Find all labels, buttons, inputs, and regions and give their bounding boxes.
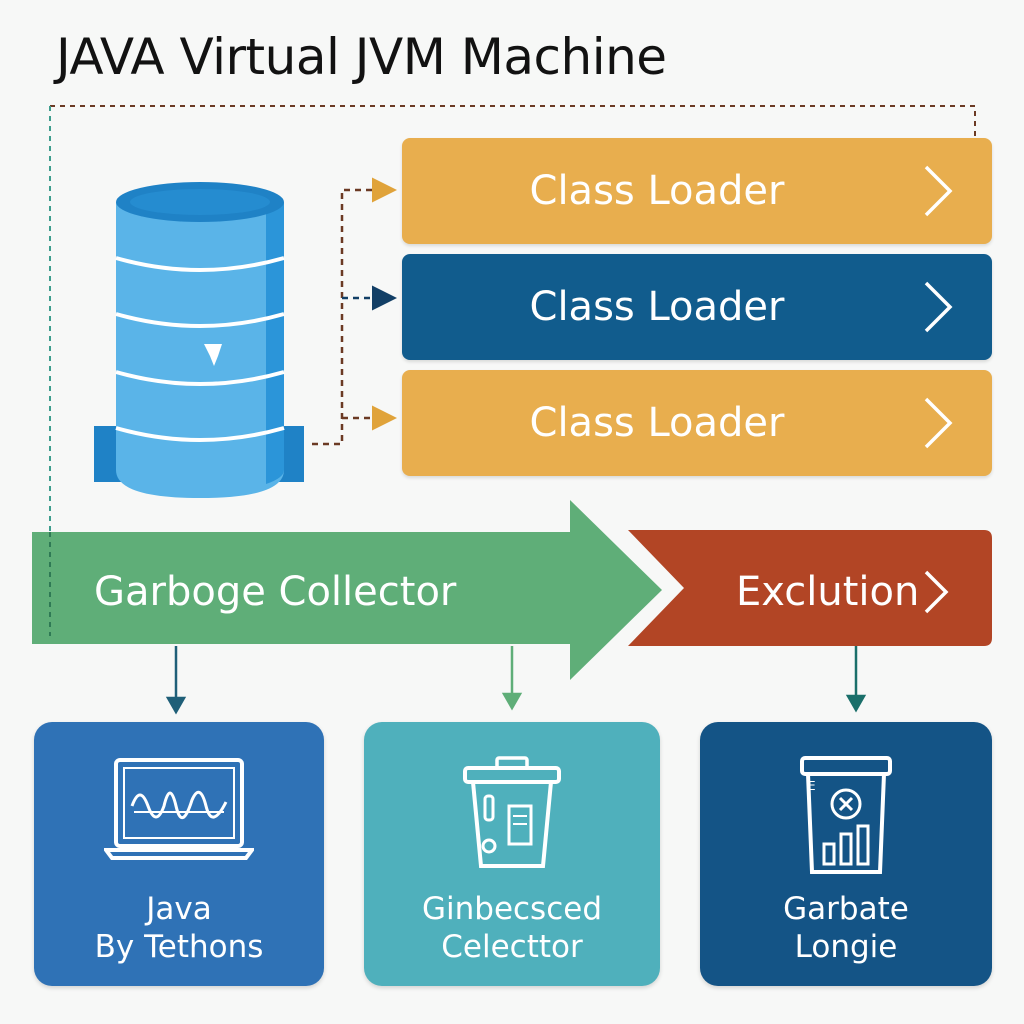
class-loader-label: Class Loader bbox=[529, 400, 785, 446]
arrow-down-1 bbox=[165, 646, 187, 715]
card-collector-text: Ginbecsced Celecttor bbox=[364, 890, 660, 966]
card-line-1: Ginbecsced bbox=[421, 891, 603, 927]
chevron-right-icon bbox=[924, 281, 953, 333]
chevron-right-icon bbox=[924, 397, 953, 449]
class-loader-2[interactable]: Class Loader bbox=[402, 254, 992, 360]
page-title: JAVA Virtual JVM Machine bbox=[56, 28, 667, 86]
bin-chart-icon: E bbox=[800, 756, 892, 874]
card-java[interactable]: Java By Tethons bbox=[34, 722, 324, 986]
card-longie[interactable]: E Garbate Longie bbox=[700, 722, 992, 986]
card-collector[interactable]: Ginbecsced Celecttor bbox=[364, 722, 660, 986]
arrow-down-2 bbox=[501, 646, 523, 711]
card-java-text: Java By Tethons bbox=[34, 890, 324, 966]
database-cylinder-icon bbox=[94, 182, 304, 498]
card-line-2: By Tethons bbox=[94, 929, 264, 965]
card-longie-text: Garbate Longie bbox=[700, 890, 992, 966]
svg-text:E: E bbox=[808, 779, 816, 793]
connector-cylinder-loaders bbox=[312, 177, 397, 446]
chevron-right-icon bbox=[924, 165, 953, 217]
garbage-collector-arrow bbox=[32, 500, 662, 680]
chevron-right-icon bbox=[924, 570, 949, 614]
execution-shape bbox=[628, 530, 992, 646]
card-line-1: Java bbox=[146, 891, 212, 927]
class-loader-label: Class Loader bbox=[529, 284, 785, 330]
class-loader-3[interactable]: Class Loader bbox=[402, 370, 992, 476]
execution-label: Exclution bbox=[736, 569, 920, 615]
class-loader-label: Class Loader bbox=[529, 168, 785, 214]
arrow-down-3 bbox=[845, 646, 867, 713]
monitor-icon bbox=[104, 758, 254, 860]
card-line-1: Garbate bbox=[783, 891, 909, 927]
trash-bin-icon bbox=[463, 756, 561, 868]
class-loader-1[interactable]: Class Loader bbox=[402, 138, 992, 244]
card-line-2: Longie bbox=[794, 929, 898, 965]
card-line-2: Celecttor bbox=[441, 929, 583, 965]
garbage-collector-label: Garboge Collector bbox=[94, 569, 457, 615]
